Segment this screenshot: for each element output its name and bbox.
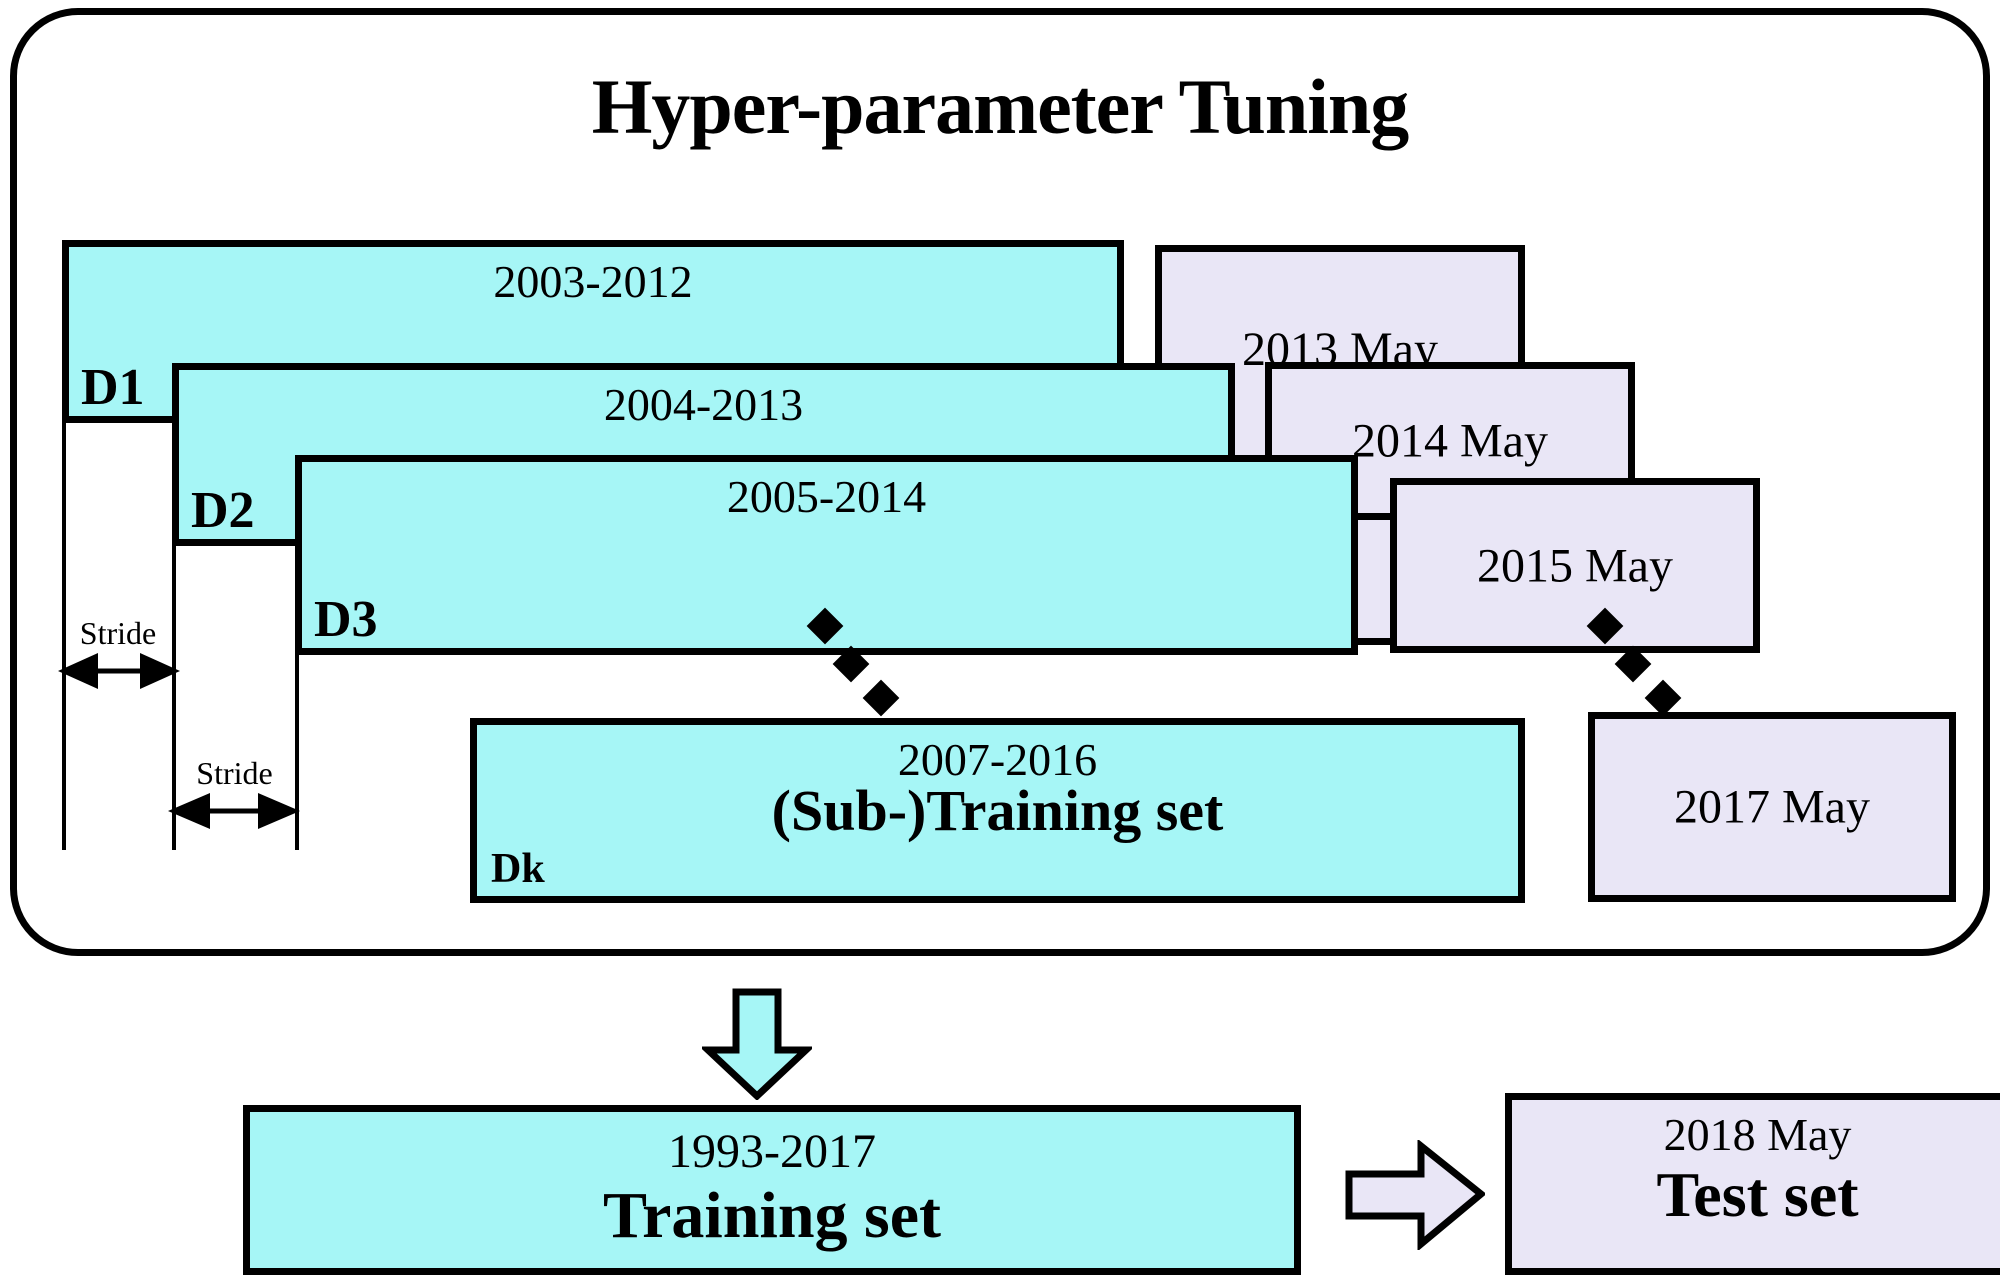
fold-tag-1: D1 xyxy=(81,359,145,416)
fold-range-2: 2004-2013 xyxy=(603,379,804,430)
final-training-set-box: 1993-2017 Training set xyxy=(243,1105,1301,1275)
fold-range-k: 2007-2016 xyxy=(897,734,1098,785)
fold-range-1: 2003-2012 xyxy=(493,256,693,307)
hyperparameter-tuning-panel xyxy=(10,8,1990,956)
fold-tag-2: D2 xyxy=(191,482,255,539)
fold-tag-k: Dk xyxy=(491,846,545,892)
fold-bar-validation-k: 2017 May xyxy=(1588,712,1956,902)
fold-range-3: 2005-2014 xyxy=(726,471,927,522)
stride-guide-line-2 xyxy=(172,410,176,850)
down-arrow-icon xyxy=(702,988,812,1100)
fold-bar-training-3: 2005-2014 D3 xyxy=(295,455,1358,655)
fold-tag-3: D3 xyxy=(314,591,378,648)
stride-guide-line-1 xyxy=(62,410,66,850)
page-title: Hyper-parameter Tuning xyxy=(591,63,1410,150)
final-training-label: Training set xyxy=(603,1179,941,1252)
fold-validation-label-2: 2014 May xyxy=(1352,414,1548,468)
stride-arrow-1 xyxy=(58,653,180,689)
final-test-set-box: 2018 May Test set xyxy=(1505,1093,2000,1275)
final-training-range: 1993-2017 xyxy=(668,1125,876,1178)
stride-arrow-2 xyxy=(168,793,300,829)
fold-subtitle-k: (Sub-)Training set xyxy=(771,778,1224,843)
fold-validation-label-3: 2015 May xyxy=(1477,539,1673,592)
stride-label-2: Stride xyxy=(196,755,273,791)
fold-bar-training-k: 2007-2016 (Sub-)Training set Dk xyxy=(470,718,1525,903)
final-test-label: Test set xyxy=(1656,1159,1859,1230)
final-test-range: 2018 May xyxy=(1663,1109,1852,1160)
stride-label-1: Stride xyxy=(79,615,157,651)
stride-guide-line-3 xyxy=(295,545,299,850)
right-arrow-icon xyxy=(1345,1140,1485,1250)
fold-validation-label-k: 2017 May xyxy=(1674,780,1870,834)
fold-bar-validation-3: 2015 May xyxy=(1390,478,1760,653)
